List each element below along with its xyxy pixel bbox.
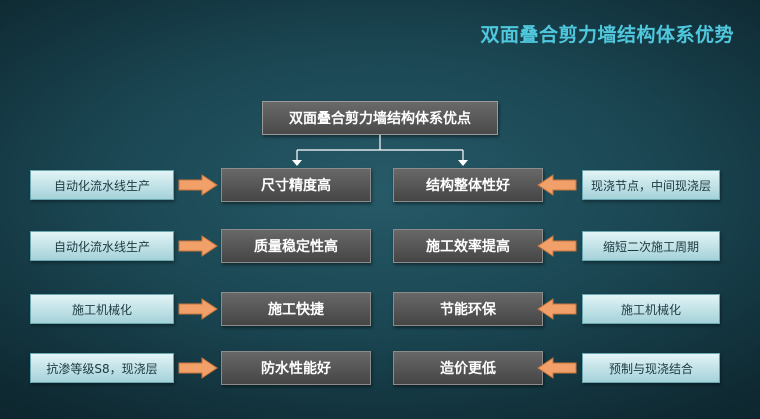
advantage-right-2: 施工效率提高 xyxy=(393,229,543,263)
advantage-right-3: 节能环保 xyxy=(393,292,543,326)
advantage-left-3: 施工快捷 xyxy=(221,292,371,326)
arrow-right-icon xyxy=(178,298,218,320)
advantage-left-1: 尺寸精度高 xyxy=(221,168,371,202)
root-node: 双面叠合剪力墙结构体系优点 xyxy=(262,101,498,135)
arrow-left-icon xyxy=(537,357,577,379)
arrow-right-icon xyxy=(178,357,218,379)
right-cause-2: 缩短二次施工周期 xyxy=(582,231,720,261)
right-cause-1: 现浇节点，中间现浇层 xyxy=(582,170,720,200)
right-cause-3: 施工机械化 xyxy=(582,294,720,324)
left-cause-2: 自动化流水线生产 xyxy=(30,231,174,261)
arrow-left-icon xyxy=(537,174,577,196)
left-cause-3: 施工机械化 xyxy=(30,294,174,324)
advantage-left-2: 质量稳定性高 xyxy=(221,229,371,263)
left-cause-4: 抗渗等级S8，现浇层 xyxy=(30,353,174,383)
arrow-left-icon xyxy=(537,298,577,320)
slide-title: 双面叠合剪力墙结构体系优势 xyxy=(480,24,734,46)
advantage-left-4: 防水性能好 xyxy=(221,351,371,385)
left-cause-1: 自动化流水线生产 xyxy=(30,170,174,200)
arrow-right-icon xyxy=(178,235,218,257)
arrow-left-icon xyxy=(537,235,577,257)
right-cause-4: 预制与现浇结合 xyxy=(582,353,720,383)
advantage-right-1: 结构整体性好 xyxy=(393,168,543,202)
arrow-right-icon xyxy=(178,174,218,196)
advantage-right-4: 造价更低 xyxy=(393,351,543,385)
